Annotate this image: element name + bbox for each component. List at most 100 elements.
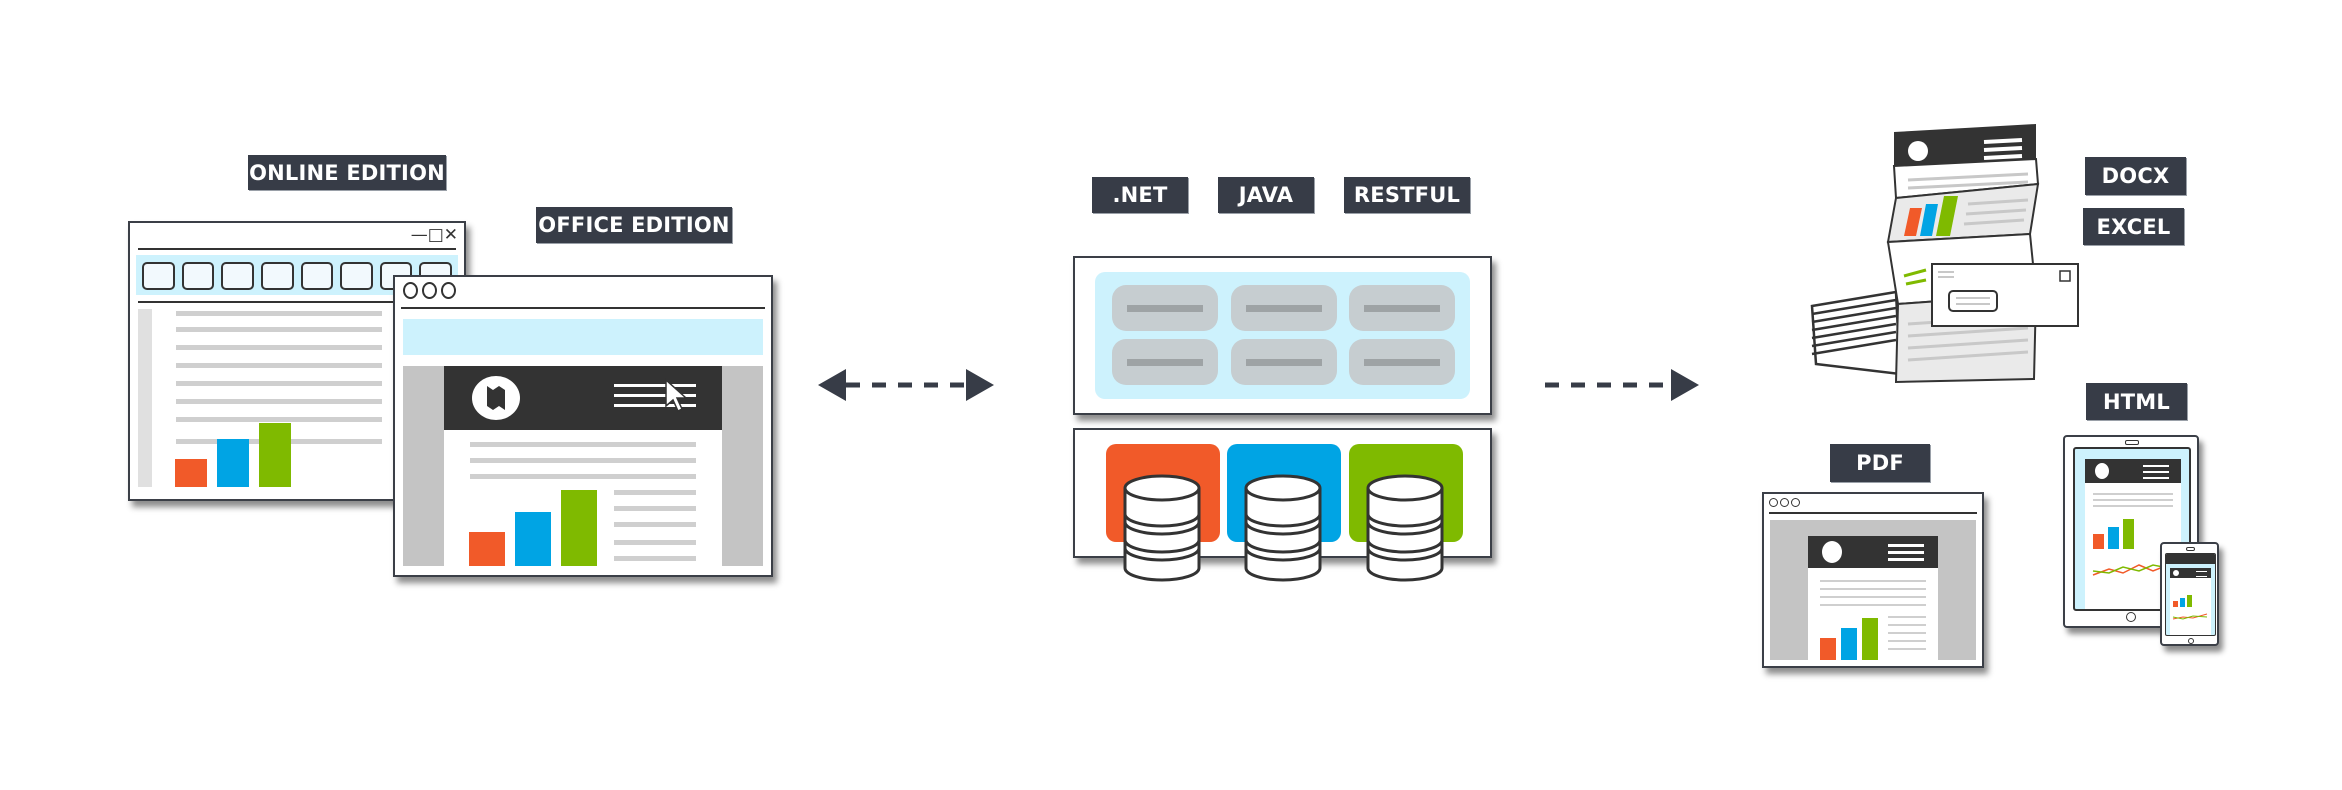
chart-bar-green [561, 490, 597, 566]
service-grid [1095, 272, 1470, 399]
menu-lines-icon [1888, 544, 1924, 561]
text-line [470, 442, 696, 447]
grid-cell [1231, 285, 1337, 331]
dot-icon [1791, 498, 1800, 507]
phone-device [2160, 542, 2219, 646]
chart-bar-blue [217, 439, 249, 487]
page-area [1770, 520, 1976, 660]
page [444, 366, 722, 566]
pdf-window [1762, 492, 1984, 668]
dot-icon [1780, 498, 1789, 507]
database-icon [1123, 474, 1201, 582]
toolbar-button [300, 262, 334, 290]
text-line [1888, 640, 1926, 642]
close-icon: ✕ [443, 225, 458, 245]
grid-cell [1112, 339, 1218, 385]
text-line [614, 506, 696, 511]
paper-stack [1810, 290, 1902, 376]
arrow-head-right [966, 369, 994, 401]
brochure-icon [1810, 124, 2079, 384]
phone-speaker [2186, 547, 2195, 551]
text-line [2093, 505, 2173, 507]
text-line [470, 474, 696, 479]
page-area [403, 366, 763, 566]
text-line [2093, 493, 2173, 495]
text-line [176, 399, 382, 404]
toolbar-button [181, 262, 215, 290]
chart-bar-blue [515, 512, 551, 566]
chart-bar-green [259, 423, 291, 487]
envelope-icon [1931, 263, 2079, 327]
chart-bar-blue [1841, 628, 1857, 660]
office-edition-label: OFFICE EDITION [536, 207, 732, 243]
logo-icon [2095, 463, 2109, 479]
phone-screen [2165, 553, 2216, 636]
text-line [176, 327, 382, 332]
menu-lines-icon [2196, 571, 2207, 577]
bidirectional-arrow [818, 369, 994, 401]
page [2170, 568, 2211, 635]
text-line [176, 363, 382, 368]
logo-icon [472, 376, 520, 420]
window-dots [403, 282, 456, 299]
chart-bar-orange [2173, 601, 2178, 607]
text-line [614, 522, 696, 527]
chart-bar-orange [1820, 638, 1836, 660]
database-icon [1244, 474, 1322, 582]
api-label-java: JAVA [1218, 177, 1314, 213]
tablet-home-button [2126, 612, 2136, 622]
chart-bar-green [2187, 595, 2192, 607]
text-line [1888, 624, 1926, 626]
chart-bar-orange [469, 532, 505, 566]
tablet-speaker [2125, 440, 2139, 445]
page-header [444, 366, 722, 430]
minimize-icon: — [410, 225, 428, 245]
chart-bar-blue [2180, 598, 2185, 607]
toolbar-button [260, 262, 294, 290]
chart-bar-green [2123, 519, 2134, 549]
api-label-restful: RESTFUL [1344, 177, 1470, 213]
text-line [176, 311, 382, 316]
page [1808, 536, 1938, 660]
grid-cell [1349, 339, 1455, 385]
dot-icon [403, 282, 418, 299]
html-label: HTML [2086, 383, 2187, 420]
logo-icon [1822, 541, 1842, 563]
online-edition-label: ONLINE EDITION [248, 155, 446, 190]
toolbar-button [142, 262, 175, 290]
toolbar-button [340, 262, 373, 290]
text-line [176, 381, 382, 386]
chart-bar-green [1862, 618, 1878, 660]
toolbar-button [221, 262, 254, 290]
pdf-label: PDF [1830, 444, 1930, 482]
output-arrow [1545, 369, 1699, 401]
page-header [2085, 459, 2181, 483]
office-edition-window [393, 275, 773, 577]
window-dots [1769, 498, 1800, 507]
phone-status-bar [2166, 554, 2215, 564]
maximize-icon: □ [427, 225, 444, 245]
title-divider [401, 307, 765, 309]
text-line [614, 540, 696, 545]
arrow-head-right [1671, 369, 1699, 401]
line-chart-icon [2092, 562, 2174, 576]
docx-label: DOCX [2085, 157, 2186, 195]
phone-home-button [2188, 638, 2194, 644]
api-label-dotnet: .NET [1092, 177, 1188, 213]
database-icon [1366, 474, 1444, 582]
cursor-icon [665, 378, 688, 413]
ribbon [403, 319, 763, 355]
grid-cell [1349, 285, 1455, 331]
title-divider [1769, 512, 1977, 514]
service-panel [1073, 256, 1492, 415]
page-header [1808, 536, 1938, 568]
text-line [1820, 588, 1926, 590]
excel-label: EXCEL [2083, 208, 2184, 245]
dot-icon [1769, 498, 1778, 507]
grid-cell [1112, 285, 1218, 331]
text-line [1888, 616, 1926, 618]
logo-icon [2173, 570, 2179, 576]
text-line [614, 490, 696, 495]
chart-bar-blue [2108, 527, 2119, 549]
text-line [1820, 604, 1926, 606]
